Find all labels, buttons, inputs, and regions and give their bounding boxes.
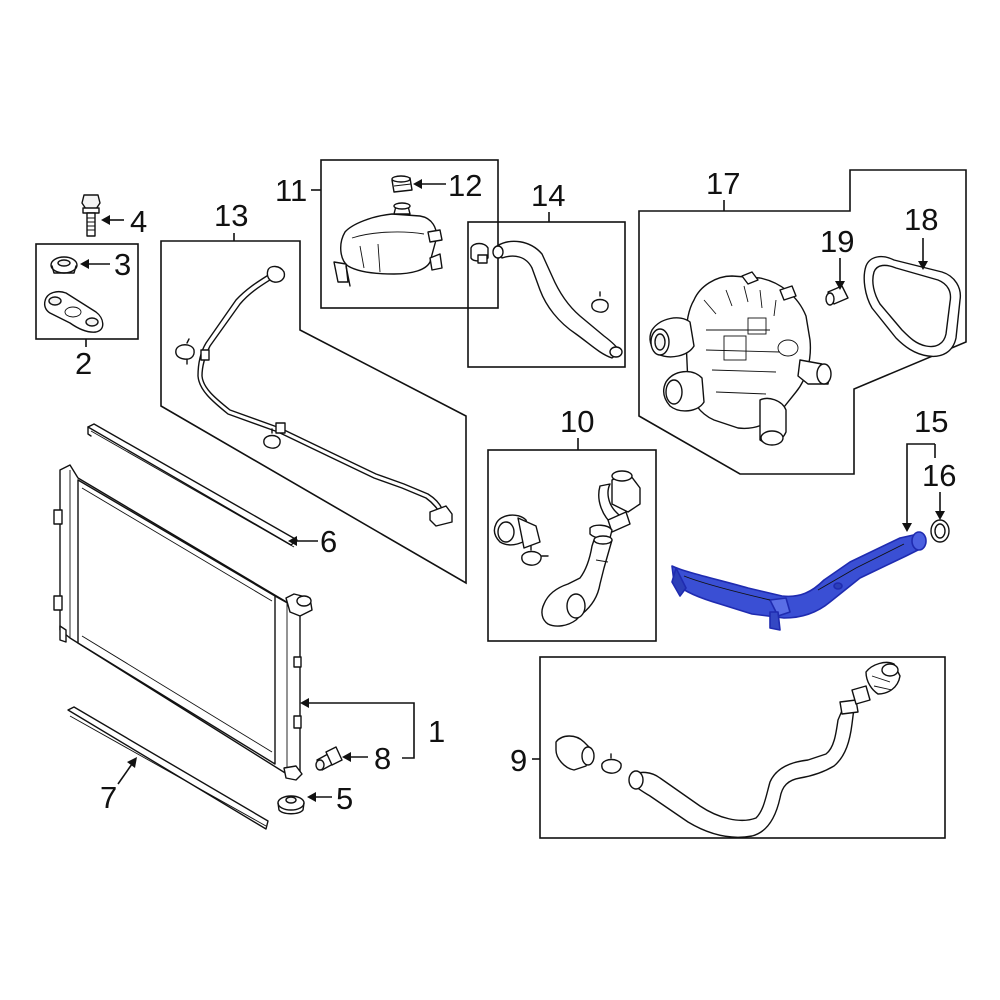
arrow-5 bbox=[307, 792, 316, 802]
callout-8: 8 bbox=[374, 741, 391, 776]
reservoir-part-11 bbox=[333, 202, 443, 287]
callout-18: 18 bbox=[904, 202, 938, 237]
leader-7 bbox=[117, 763, 133, 785]
hose-part-9 bbox=[555, 661, 901, 838]
arrow-16 bbox=[935, 511, 945, 520]
arrow-1 bbox=[300, 698, 309, 708]
seal-part-7 bbox=[67, 706, 269, 830]
callout-7: 7 bbox=[100, 780, 117, 815]
bracket-part-2 bbox=[43, 291, 104, 333]
pipe-part-15 bbox=[671, 531, 927, 631]
cap-part-12 bbox=[391, 175, 413, 193]
callout-11: 11 bbox=[275, 173, 307, 208]
arrow-8 bbox=[342, 752, 351, 762]
hose-part-14 bbox=[470, 240, 623, 359]
arrow-12 bbox=[413, 179, 422, 189]
arrow-18 bbox=[918, 261, 928, 270]
callout-4: 4 bbox=[130, 204, 147, 239]
mount-part-5 bbox=[277, 795, 305, 815]
callout-17: 17 bbox=[706, 166, 740, 201]
o-ring-part-16 bbox=[930, 519, 950, 543]
callout-6: 6 bbox=[320, 524, 337, 559]
frame-group-9 bbox=[539, 656, 946, 839]
leader-1 bbox=[308, 702, 415, 759]
drain-plug-part-8 bbox=[315, 746, 343, 771]
gasket-part-18 bbox=[863, 255, 962, 358]
callout-13: 13 bbox=[214, 198, 248, 233]
frame-group-11-12 bbox=[320, 159, 499, 309]
callout-19: 19 bbox=[820, 224, 854, 259]
arrow-19 bbox=[835, 281, 845, 290]
frame-group-17 bbox=[638, 169, 967, 475]
bolt-part-4 bbox=[81, 194, 101, 237]
callout-14: 14 bbox=[531, 178, 565, 213]
arrow-7 bbox=[127, 757, 137, 768]
callout-2: 2 bbox=[75, 346, 92, 381]
fitting-part-19 bbox=[825, 285, 849, 306]
arrow-4 bbox=[101, 215, 110, 225]
leader-15 bbox=[906, 443, 935, 524]
arrow-6 bbox=[288, 536, 297, 546]
arrow-3 bbox=[80, 259, 89, 269]
hose-part-13 bbox=[175, 265, 453, 527]
frame-group-14 bbox=[467, 221, 626, 368]
grommet-part-3 bbox=[50, 256, 78, 274]
thermostat-housing-part-17 bbox=[649, 271, 832, 446]
callout-1: 1 bbox=[428, 714, 445, 749]
callout-3: 3 bbox=[114, 247, 131, 282]
frame-group-2-3 bbox=[35, 243, 139, 340]
callout-10: 10 bbox=[560, 404, 594, 439]
callout-15: 15 bbox=[914, 404, 948, 439]
callout-16: 16 bbox=[922, 458, 956, 493]
radiator-part-1 bbox=[53, 464, 313, 781]
arrow-15 bbox=[902, 523, 912, 532]
callout-12: 12 bbox=[448, 168, 482, 203]
callout-9: 9 bbox=[510, 743, 527, 778]
callout-5: 5 bbox=[336, 781, 353, 816]
frame-group-13 bbox=[160, 240, 467, 585]
hose-part-10 bbox=[493, 470, 641, 627]
frame-group-10 bbox=[487, 449, 657, 642]
